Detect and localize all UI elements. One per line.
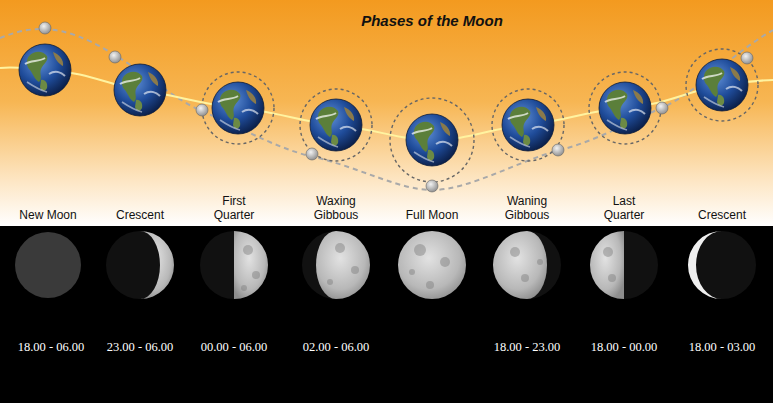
rise-set-time: 18.00 - 06.00 — [3, 340, 99, 355]
phase-name: Waning Gibbous — [496, 195, 558, 223]
diagram-title: Phases of the Moon — [361, 12, 503, 29]
phase-name: Full Moon — [401, 209, 463, 223]
earth-globe — [19, 44, 748, 166]
phase-name: Last Quarter — [593, 195, 655, 223]
night-band — [0, 226, 773, 403]
rise-set-time: 18.00 - 23.00 — [479, 340, 575, 355]
moon-path — [0, 29, 773, 190]
moon-phase — [15, 231, 756, 299]
phase-name: New Moon — [17, 209, 79, 223]
phase-name: Crescent — [691, 209, 753, 223]
rise-set-time: 18.00 - 00.00 — [576, 340, 672, 355]
phase-name: First Quarter — [203, 195, 265, 223]
earth-orbit — [0, 67, 773, 140]
rise-set-time: 00.00 - 06.00 — [186, 340, 282, 355]
orbiting-moon — [39, 22, 753, 192]
rise-set-time: 18.00 - 03.00 — [674, 340, 770, 355]
rise-set-time: 23.00 - 06.00 — [92, 340, 188, 355]
phase-name: Waxing Gibbous — [305, 195, 367, 223]
moon-orbit — [202, 49, 758, 182]
moon-crater — [241, 243, 616, 291]
rise-set-time: 02.00 - 06.00 — [288, 340, 384, 355]
sky-band — [0, 0, 773, 226]
phase-name: Crescent — [109, 209, 171, 223]
